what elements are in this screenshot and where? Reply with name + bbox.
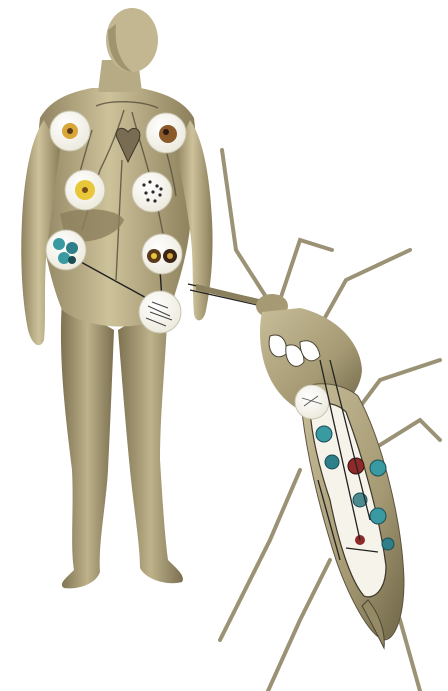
human-right-leg	[118, 300, 183, 583]
human-left-leg	[61, 300, 114, 588]
stage-circle-1	[50, 111, 90, 151]
stage-circle-7	[139, 291, 181, 333]
stage-circle-3	[65, 170, 105, 210]
stage-circle-6	[142, 234, 182, 274]
stage-circle-5	[46, 230, 86, 270]
stage-circle-2	[146, 113, 186, 153]
stage-circle-4	[132, 172, 172, 212]
human-figure	[21, 8, 212, 588]
mosquito	[196, 150, 440, 691]
